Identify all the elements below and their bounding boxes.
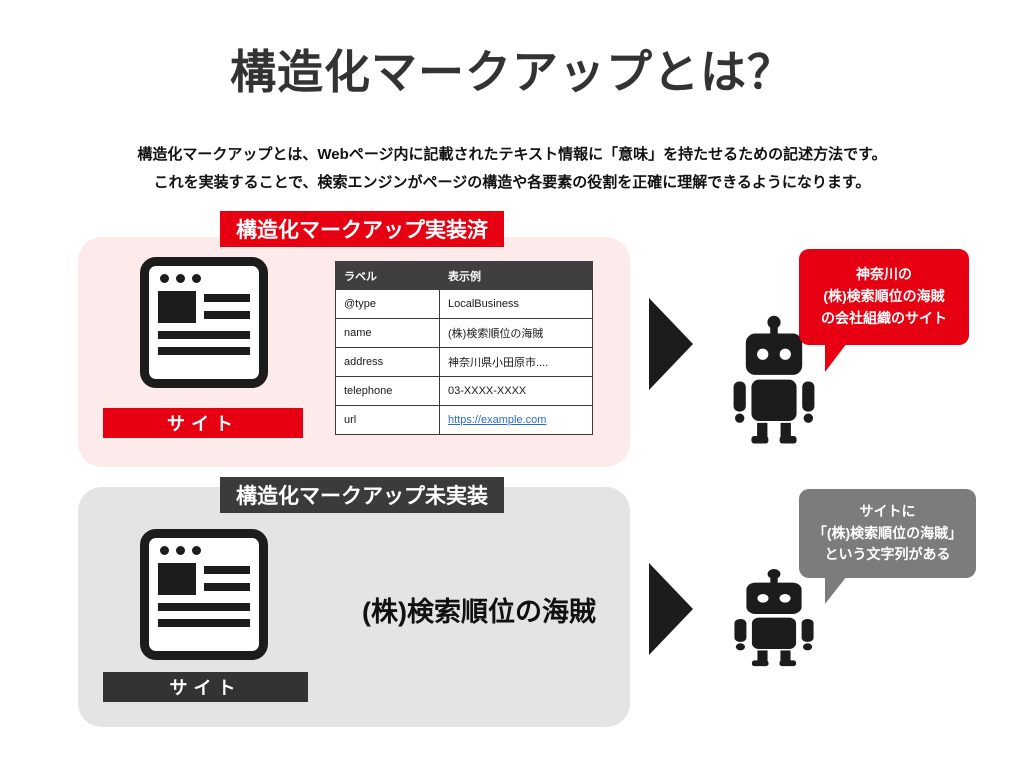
cell-label: address bbox=[335, 347, 440, 377]
cell-label: telephone bbox=[335, 376, 440, 406]
speech-bubble-implemented: 神奈川の (株)検索順位の海賊 の会社組織のサイト bbox=[799, 249, 969, 372]
cell-value: https://example.com bbox=[439, 405, 593, 435]
website-icon-implemented bbox=[140, 257, 268, 388]
website-icon-not-implemented bbox=[140, 529, 268, 660]
browser-dots-icon bbox=[160, 546, 250, 555]
page-description: 構造化マークアップとは、Webページ内に記載されたテキスト情報に「意味」を持たせ… bbox=[0, 141, 1024, 197]
wireframe-image-block bbox=[158, 291, 196, 323]
cell-value: LocalBusiness bbox=[439, 289, 593, 319]
wireframe-text-line bbox=[158, 603, 250, 611]
speech-bubble-text: サイトに 「(株)検索順位の海賊」 という文字列がある bbox=[812, 502, 963, 563]
description-line-1: 構造化マークアップとは、Webページ内に記載されたテキスト情報に「意味」を持たせ… bbox=[137, 146, 887, 163]
speech-bubble-tail bbox=[825, 343, 847, 372]
cell-label: name bbox=[335, 318, 440, 348]
robot-icon-not-implemented bbox=[734, 569, 814, 667]
implemented-badge: 構造化マークアップ実装済 bbox=[220, 211, 504, 247]
right-arrow-icon bbox=[649, 298, 693, 390]
wireframe-image-block bbox=[158, 563, 196, 595]
site-label-not-implemented: サイト bbox=[103, 672, 308, 702]
browser-content-wireframe bbox=[158, 291, 250, 323]
cell-label: @type bbox=[335, 289, 440, 319]
site-label-implemented: サイト bbox=[103, 408, 303, 438]
wireframe-text-lines bbox=[204, 291, 250, 323]
speech-bubble-not-implemented: サイトに 「(株)検索順位の海賊」 という文字列がある bbox=[799, 489, 976, 604]
right-arrow-icon bbox=[649, 563, 693, 655]
table-row: telephone 03-XXXX-XXXX bbox=[335, 376, 593, 406]
page-title: 構造化マークアップとは？ bbox=[230, 46, 794, 98]
not-implemented-badge: 構造化マークアップ未実装 bbox=[220, 477, 504, 513]
browser-content-wireframe bbox=[158, 563, 250, 595]
browser-dots-icon bbox=[160, 274, 250, 283]
cell-value: (株)検索順位の海賊 bbox=[439, 318, 593, 348]
structured-data-table: ラベル 表示例 @type LocalBusiness name (株)検索順位… bbox=[335, 261, 593, 435]
cell-label: url bbox=[335, 405, 440, 435]
example-url-link[interactable]: https://example.com bbox=[448, 414, 547, 426]
plain-company-name-text: (株)検索順位の海賊 bbox=[362, 597, 596, 627]
table-header-row: ラベル 表示例 bbox=[335, 261, 593, 290]
cell-value: 神奈川県小田原市.... bbox=[439, 347, 593, 377]
cell-value: 03-XXXX-XXXX bbox=[439, 376, 593, 406]
wireframe-text-line bbox=[158, 347, 250, 355]
table-row: name (株)検索順位の海賊 bbox=[335, 318, 593, 348]
table-row: @type LocalBusiness bbox=[335, 289, 593, 319]
speech-bubble-text: 神奈川の (株)検索順位の海賊 の会社組織のサイト bbox=[821, 266, 947, 326]
description-line-2: これを実装することで、検索エンジンがページの構造や各要素の役割を正確に理解できる… bbox=[153, 173, 871, 191]
wireframe-text-line bbox=[158, 331, 250, 339]
table-row: address 神奈川県小田原市.... bbox=[335, 347, 593, 377]
table-header-example: 表示例 bbox=[439, 261, 593, 290]
table-row: url https://example.com bbox=[335, 405, 593, 435]
wireframe-text-lines bbox=[204, 563, 250, 595]
robot-icon-implemented bbox=[733, 315, 815, 444]
speech-bubble-tail bbox=[825, 576, 847, 604]
table-header-label: ラベル bbox=[335, 261, 440, 290]
wireframe-text-line bbox=[158, 619, 250, 627]
